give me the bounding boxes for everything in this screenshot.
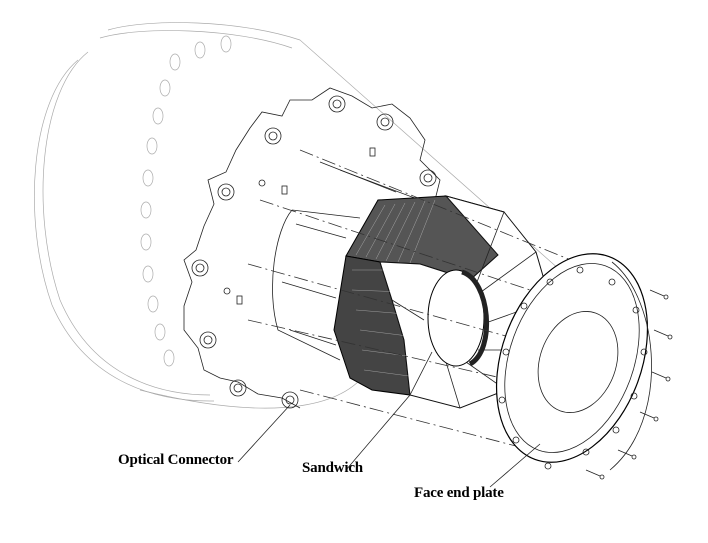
housing-flange-holes	[140, 35, 232, 367]
optical-connector-group	[191, 95, 437, 409]
face-end-plate-label: Face end plate	[414, 485, 504, 501]
optical-connector-label: Optical Connector	[118, 452, 234, 468]
optical-connector	[191, 259, 209, 277]
assembly-axis-lines	[247, 149, 621, 461]
sandwich-label: Sandwich	[302, 460, 363, 476]
face-end-plate	[495, 253, 673, 480]
optical-connector	[264, 127, 282, 145]
inner-cylinder	[272, 161, 421, 361]
sandwich-leader	[345, 394, 411, 471]
optical-connector-leader	[237, 404, 291, 463]
optical-connector	[376, 113, 394, 131]
optical-connector	[229, 379, 247, 397]
optical-connector	[217, 183, 235, 201]
optical-connector	[419, 169, 437, 187]
optical-connector	[281, 391, 299, 409]
end-plate-screws	[585, 289, 673, 480]
callout-leaders	[237, 394, 541, 488]
housing-cylinder	[34, 22, 561, 409]
optical-connector	[199, 331, 217, 349]
end-plate-bolts	[498, 266, 648, 470]
fastener-pins	[223, 147, 376, 305]
connector-back-plate	[183, 87, 441, 409]
optical-connector	[328, 95, 346, 113]
face-end-plate-leader	[489, 443, 541, 488]
